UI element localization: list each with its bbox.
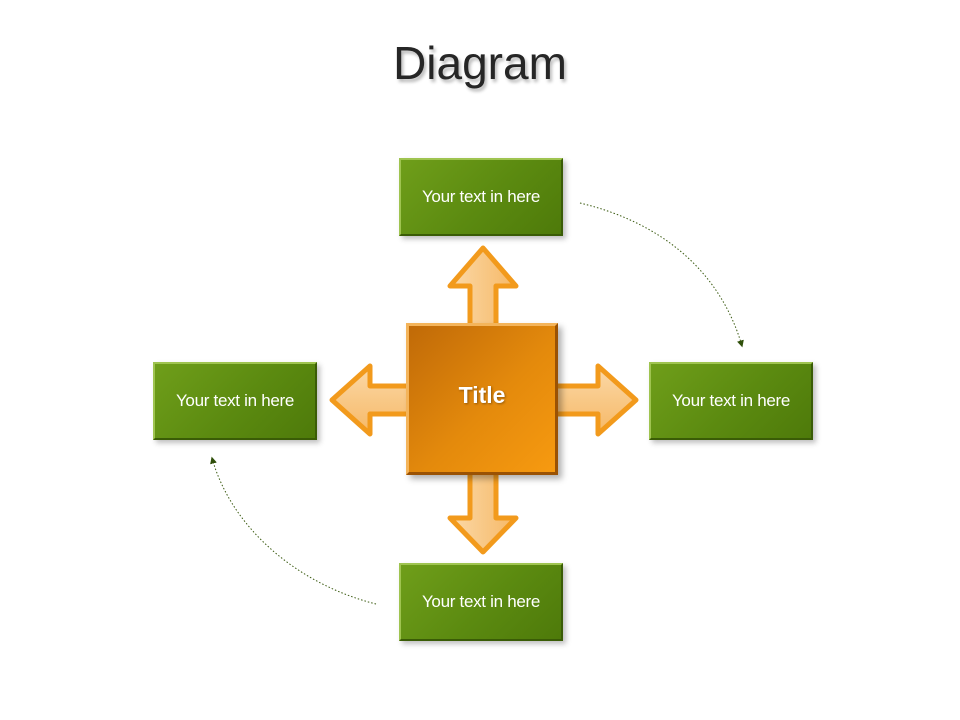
text-box-left: Your text in here xyxy=(153,362,317,440)
arrow-down xyxy=(447,469,519,555)
connector-bottom-to-left xyxy=(210,456,377,605)
text-box-bottom-label: Your text in here xyxy=(421,592,541,611)
connector-top-to-right xyxy=(579,202,744,348)
text-box-right: Your text in here xyxy=(649,362,813,440)
diagram-title: Diagram xyxy=(393,37,567,89)
text-box-left-label: Your text in here xyxy=(175,391,295,410)
arrow-right xyxy=(552,363,639,437)
center-title-label: Title xyxy=(458,381,506,408)
text-box-top: Your text in here xyxy=(399,158,563,236)
arrow-up xyxy=(447,245,519,329)
text-box-right-label: Your text in here xyxy=(671,391,791,410)
text-box-top-label: Your text in here xyxy=(421,187,541,206)
arrow-left xyxy=(329,363,413,437)
text-box-bottom: Your text in here xyxy=(399,563,563,641)
center-title-box: Title xyxy=(406,323,558,475)
